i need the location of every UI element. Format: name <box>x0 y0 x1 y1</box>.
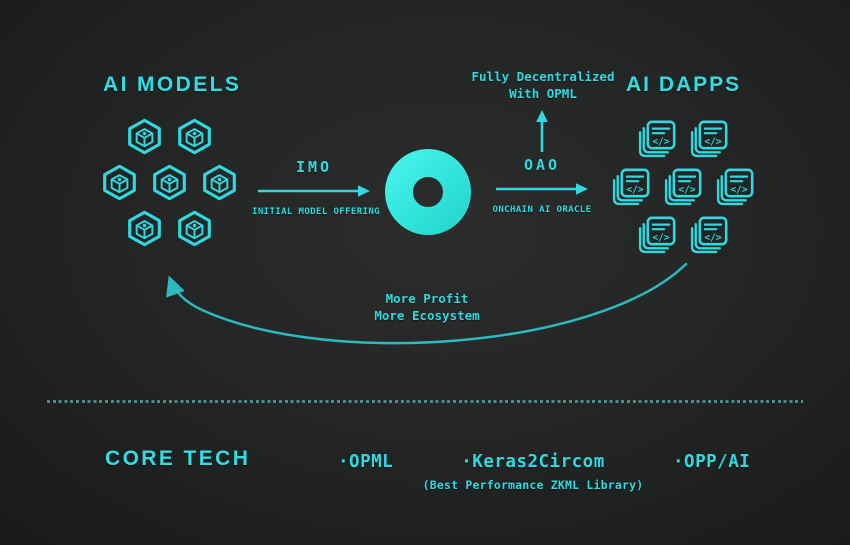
imo-arrow-group: IMO INITIAL MODEL OFFERING <box>252 158 381 217</box>
core-tech-item-keras2circom: ·Keras2Circom (Best Performance ZKML Lib… <box>408 452 658 492</box>
ai-models-title: AI MODELS <box>103 73 242 96</box>
imo-sublabel: INITIAL MODEL OFFERING <box>252 207 381 217</box>
core-tech-item-main: ·Keras2Circom <box>408 452 658 472</box>
core-tech-item-label: OPP/AI <box>684 452 751 472</box>
ora-ring-logo <box>385 149 471 235</box>
loop-line2: More Ecosystem <box>374 308 480 323</box>
core-tech-item-label: OPML <box>349 452 394 472</box>
loop-line1: More Profit <box>385 291 469 306</box>
oao-right-arrow-icon <box>496 183 588 195</box>
oao-label: OAO <box>523 156 561 174</box>
decentralized-line2: With OPML <box>509 86 577 101</box>
decentralized-line1: Fully Decentralized <box>471 69 615 84</box>
loop-caption: More Profit More Ecosystem <box>327 290 527 324</box>
oao-arrow-group: OAO ONCHAIN AI ORACLE <box>490 156 594 215</box>
imo-right-arrow-icon <box>258 185 370 197</box>
core-tech-item-opml: ·OPML <box>338 452 393 472</box>
core-tech-item-opp-ai: ·OPP/AI <box>673 452 750 472</box>
up-arrow-icon <box>536 110 548 152</box>
core-tech-item-label: Keras2Circom <box>472 452 605 472</box>
oao-sublabel: ONCHAIN AI ORACLE <box>492 205 592 215</box>
imo-label: IMO <box>295 158 333 176</box>
decentralized-caption: Fully Decentralized With OPML <box>452 68 634 102</box>
bullet: · <box>338 452 350 472</box>
core-tech-title: CORE TECH <box>105 447 251 470</box>
ai-dapps-title: AI DAPPS <box>626 73 742 96</box>
core-tech-item-note: (Best Performance ZKML Library) <box>422 478 644 492</box>
dotted-separator <box>47 400 803 403</box>
bullet: · <box>673 452 685 472</box>
bullet: · <box>461 452 473 472</box>
